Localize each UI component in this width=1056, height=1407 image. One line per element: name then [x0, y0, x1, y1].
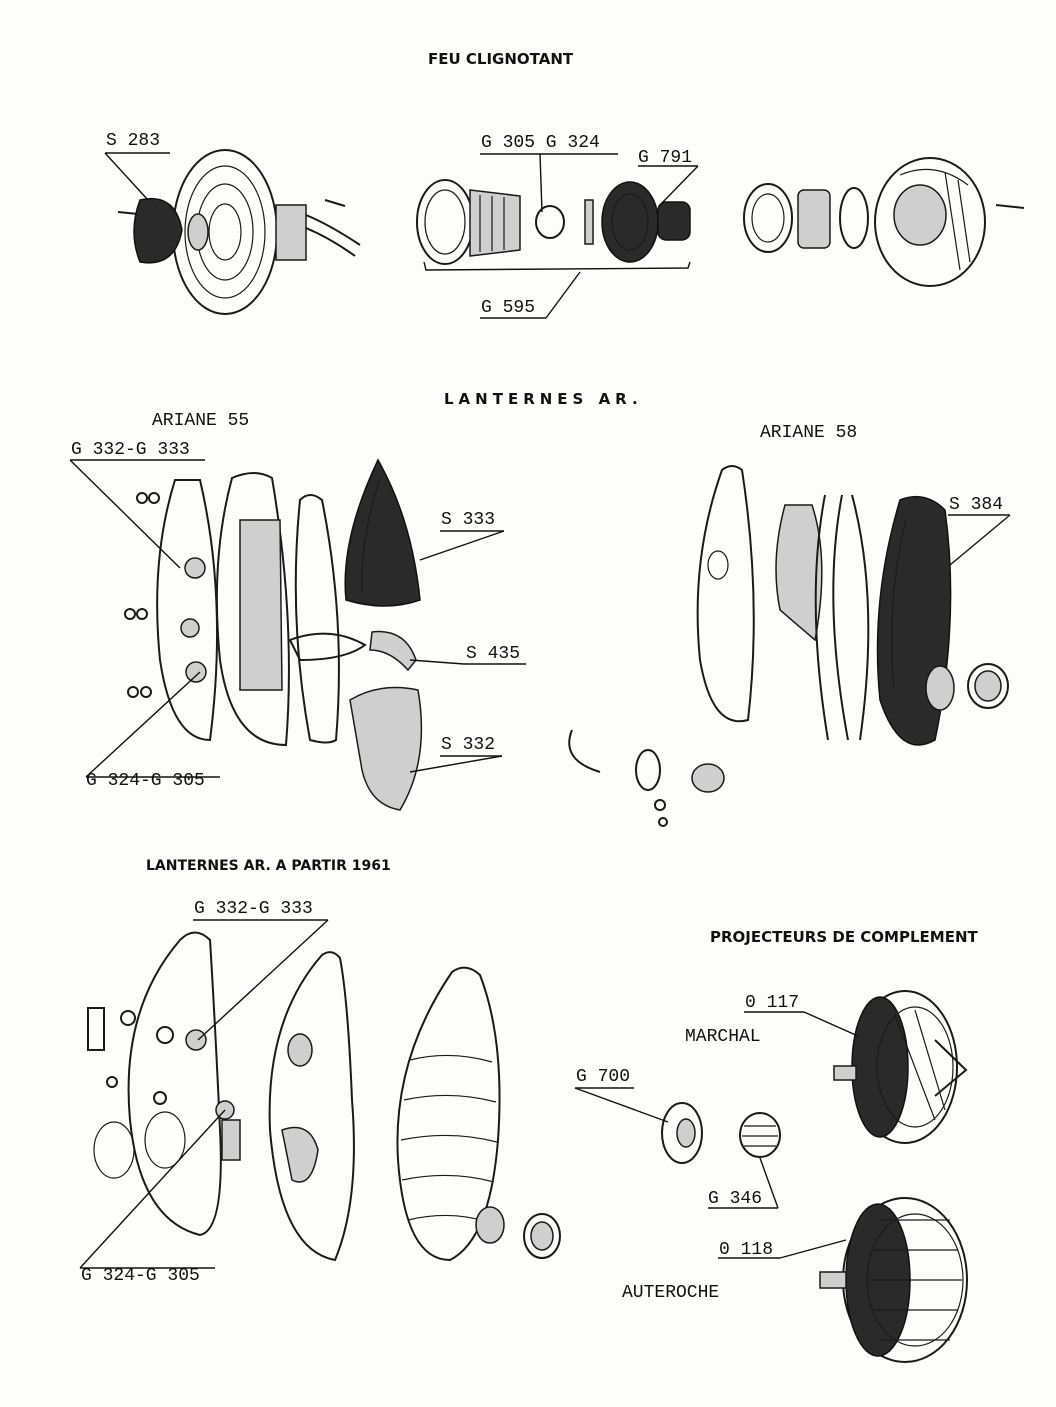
tail-lamp-1961-drawing [87, 931, 561, 1262]
part-label-o118: 0 118 [719, 1240, 774, 1260]
part-label-s283: S 283 [106, 131, 161, 151]
part-label-g700: G 700 [576, 1067, 631, 1087]
section-heading-lanternes-ar: LANTERNES AR. [444, 390, 643, 408]
part-label-g332-g333-ariane55: G 332-G 333 [71, 440, 190, 460]
leader-lines [69, 152, 1011, 1269]
part-label-g332-g333-1961: G 332-G 333 [194, 899, 313, 919]
indicator-exploded-middle-drawing [416, 179, 691, 271]
part-label-s435: S 435 [466, 644, 521, 664]
model-label-ariane58: ARIANE 58 [760, 423, 858, 443]
indicator-exploded-right-drawing [743, 157, 1025, 287]
part-label-g791: G 791 [638, 148, 693, 168]
model-label-marchal: MARCHAL [685, 1027, 761, 1047]
part-label-s332: S 332 [441, 735, 496, 755]
part-label-g324-g305-1961: G 324-G 305 [81, 1266, 200, 1286]
part-label-g324-g305-ariane55: G 324-G 305 [86, 771, 205, 791]
part-label-s384: S 384 [949, 495, 1004, 515]
part-label-g305-g324: G 305 G 324 [481, 133, 600, 153]
model-label-ariane55: ARIANE 55 [152, 411, 250, 431]
part-label-o117: 0 117 [745, 993, 800, 1013]
part-label-g346: G 346 [708, 1189, 763, 1209]
section-heading-lanternes-1961: LANTERNES AR. A PARTIR 1961 [146, 858, 391, 874]
auteroche-fog-lamp-drawing [819, 1197, 968, 1363]
indicator-assembly-left-drawing [117, 149, 361, 315]
part-label-s333: S 333 [441, 510, 496, 530]
section-heading-projecteurs: PROJECTEURS DE COMPLEMENT [710, 928, 978, 946]
ariane55-tail-lamp-drawing [124, 458, 423, 811]
ariane58-tail-lamp-drawing [568, 465, 1009, 827]
model-label-auteroche: AUTEROCHE [622, 1283, 720, 1303]
part-label-g595: G 595 [481, 298, 536, 318]
section-heading-feu-clignotant: FEU CLIGNOTANT [428, 50, 574, 68]
marchal-fog-lamp-drawing [833, 990, 968, 1144]
projector-small-parts-drawing [661, 1102, 781, 1164]
